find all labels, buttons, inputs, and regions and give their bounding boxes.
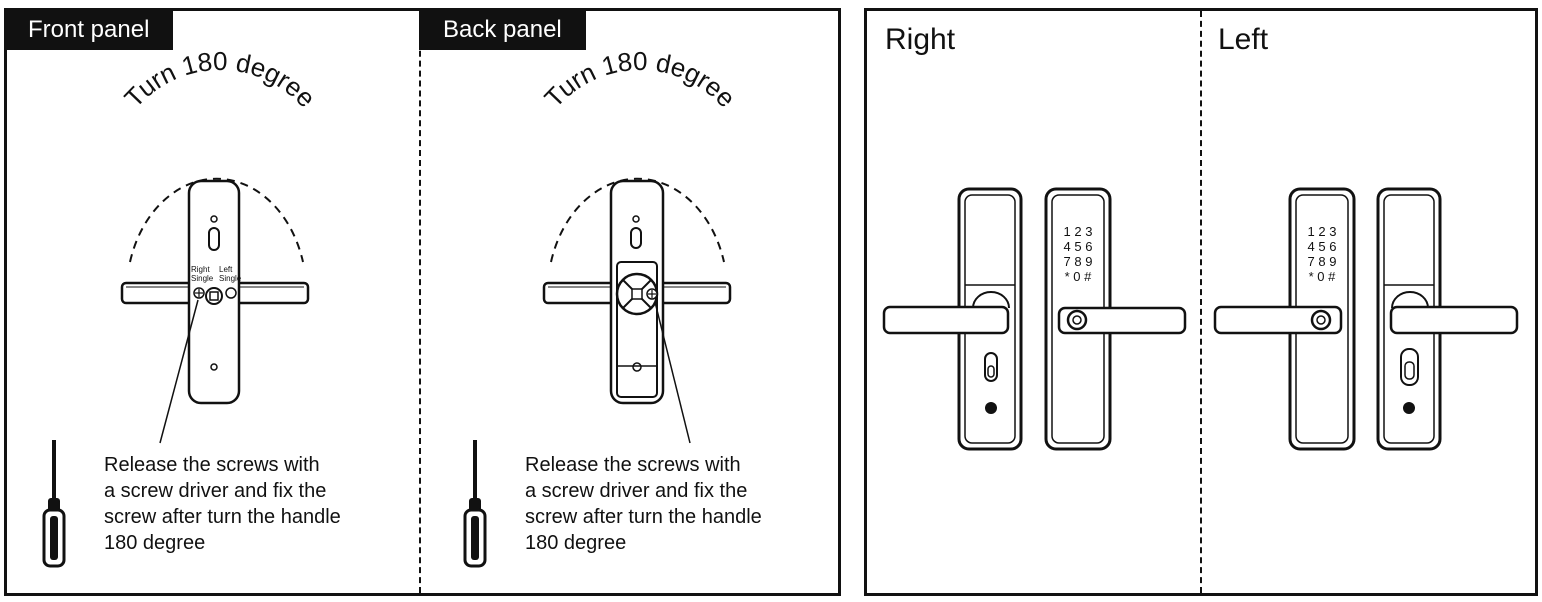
fingerprint-sensor bbox=[1066, 309, 1088, 331]
back-panel-tab: Back panel bbox=[419, 10, 586, 50]
screw-icon bbox=[193, 287, 205, 299]
screwdriver-icon bbox=[463, 440, 487, 568]
key-cylinder-icon bbox=[1400, 348, 1419, 386]
keyhole-icon bbox=[630, 227, 642, 249]
back-lever-handle bbox=[1389, 305, 1519, 335]
front-arc-text: Turn 180 degree bbox=[118, 46, 321, 113]
svg-text:* 0 #: * 0 # bbox=[1065, 269, 1093, 284]
svg-text:7 8 9: 7 8 9 bbox=[1308, 254, 1337, 269]
instruction-frame: Front panel Back panel bbox=[4, 8, 841, 596]
left-orientation-lock: 1 2 3 4 5 6 7 8 9 * 0 # bbox=[1213, 187, 1519, 451]
keypad: 1 2 3 4 5 6 7 8 9 * 0 # bbox=[1064, 224, 1093, 284]
back-arc-text: Turn 180 degree bbox=[538, 46, 741, 113]
svg-text:4 5 6: 4 5 6 bbox=[1064, 239, 1093, 254]
svg-text:* 0 #: * 0 # bbox=[1309, 269, 1337, 284]
key-cylinder-icon bbox=[984, 352, 998, 382]
keyhole-icon bbox=[208, 227, 220, 251]
front-lever-handle bbox=[1057, 306, 1187, 335]
svg-text:4 5 6: 4 5 6 bbox=[1308, 239, 1337, 254]
rotation-arc bbox=[129, 177, 304, 263]
svg-text:1 2 3: 1 2 3 bbox=[1064, 224, 1093, 239]
pointer-line bbox=[654, 301, 691, 444]
panel-divider bbox=[419, 11, 421, 593]
pointer-line bbox=[159, 299, 199, 444]
right-orientation-lock: 1 2 3 4 5 6 7 8 9 * 0 # bbox=[882, 187, 1187, 451]
switch-left-label: Left bbox=[219, 265, 233, 274]
left-label: Left bbox=[1218, 23, 1269, 56]
front-panel-caption: Release the screws with a screw driver a… bbox=[104, 454, 341, 554]
fingerprint-sensor bbox=[1310, 309, 1332, 331]
front-lever-handle bbox=[1213, 305, 1343, 335]
svg-text:7 8 9: 7 8 9 bbox=[1064, 254, 1093, 269]
orientation-frame: Right Left bbox=[864, 8, 1538, 596]
svg-text:1 2 3: 1 2 3 bbox=[1308, 224, 1337, 239]
svg-text:Single: Single bbox=[219, 274, 242, 283]
rotation-arc bbox=[550, 177, 725, 263]
orientation-divider bbox=[1200, 11, 1202, 593]
keypad: 1 2 3 4 5 6 7 8 9 * 0 # bbox=[1308, 224, 1337, 284]
screwdriver-icon bbox=[42, 440, 66, 568]
back-panel-caption: Release the screws with a screw driver a… bbox=[525, 454, 762, 554]
back-lever-handle bbox=[882, 305, 1010, 335]
switch-right-label: Right bbox=[191, 265, 210, 274]
front-panel-tab: Front panel bbox=[4, 10, 174, 50]
right-label: Right bbox=[885, 23, 956, 56]
svg-text:Single: Single bbox=[191, 274, 214, 283]
